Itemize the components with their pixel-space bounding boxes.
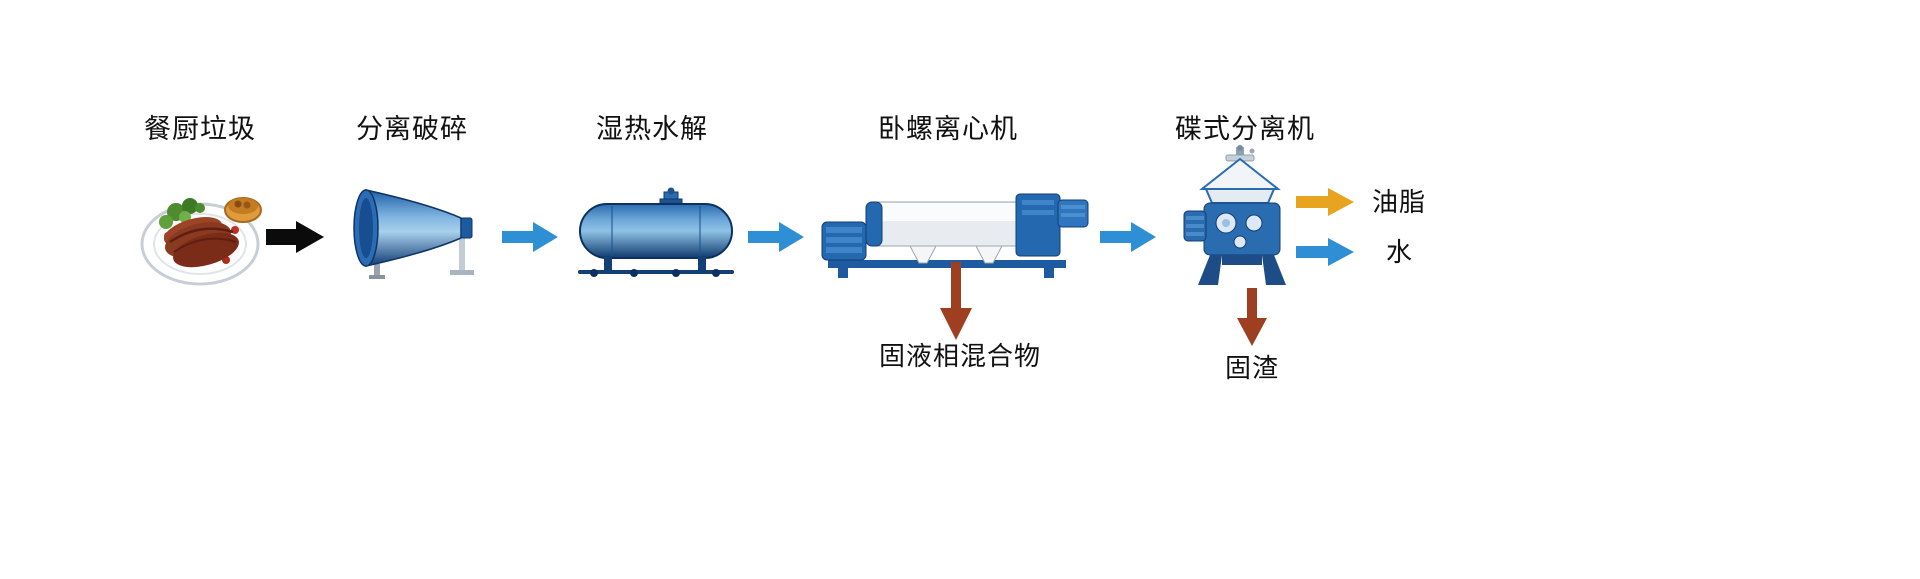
arrow-shape xyxy=(502,222,558,252)
right-arrow-icon xyxy=(1296,188,1354,216)
flow-arrow-2 xyxy=(502,222,558,252)
output-label-residue: 固渣 xyxy=(1224,353,1279,383)
stage-label-food-waste: 餐厨垃圾 xyxy=(144,114,256,144)
flow-arrow-4 xyxy=(1100,222,1156,252)
residue-output-arrow xyxy=(1237,288,1267,346)
tank-icon xyxy=(578,187,734,277)
arrow-shape xyxy=(1237,288,1267,346)
decanter-centrifuge-illustration xyxy=(818,180,1090,285)
stage-label-separation-crushing: 分离破碎 xyxy=(356,114,468,144)
stage-label-disc-separator: 碟式分离机 xyxy=(1175,114,1315,144)
right-arrow-icon xyxy=(266,221,324,253)
right-arrow-icon xyxy=(1100,222,1156,252)
right-arrow-icon xyxy=(748,222,804,252)
arrow-shape xyxy=(1100,222,1156,252)
arrow-shape xyxy=(266,221,324,253)
food-plate-icon xyxy=(140,197,262,286)
cone-crusher-icon xyxy=(353,189,474,279)
down-arrow-icon xyxy=(1237,288,1267,346)
down-arrow-icon xyxy=(940,262,972,340)
food-waste-illustration xyxy=(138,168,268,288)
disc-separator-illustration xyxy=(1182,145,1300,290)
flow-arrow-3 xyxy=(748,222,804,252)
stage-label-thermal-hydrolysis: 湿热水解 xyxy=(596,114,708,144)
arrow-shape xyxy=(940,262,972,340)
right-arrow-icon xyxy=(502,222,558,252)
flow-arrow-1 xyxy=(266,221,324,253)
oil-output-arrow xyxy=(1296,188,1354,216)
decanter-centrifuge-icon xyxy=(821,193,1089,278)
hydrolysis-tank-illustration xyxy=(576,186,736,278)
arrow-shape xyxy=(1296,238,1354,266)
arrow-shape xyxy=(1296,188,1354,216)
water-output-arrow xyxy=(1296,238,1354,266)
stage-label-decanter-centrifuge: 卧螺离心机 xyxy=(878,114,1018,144)
separator-crusher-illustration xyxy=(342,182,482,282)
decanter-output-arrow xyxy=(940,262,972,340)
output-label-oil: 油脂 xyxy=(1372,187,1427,217)
right-arrow-icon xyxy=(1296,238,1354,266)
output-label-water: 水 xyxy=(1386,237,1414,267)
disc-separator-icon xyxy=(1183,145,1286,285)
output-label-mixture: 固液相混合物 xyxy=(878,341,1041,371)
arrow-shape xyxy=(748,222,804,252)
